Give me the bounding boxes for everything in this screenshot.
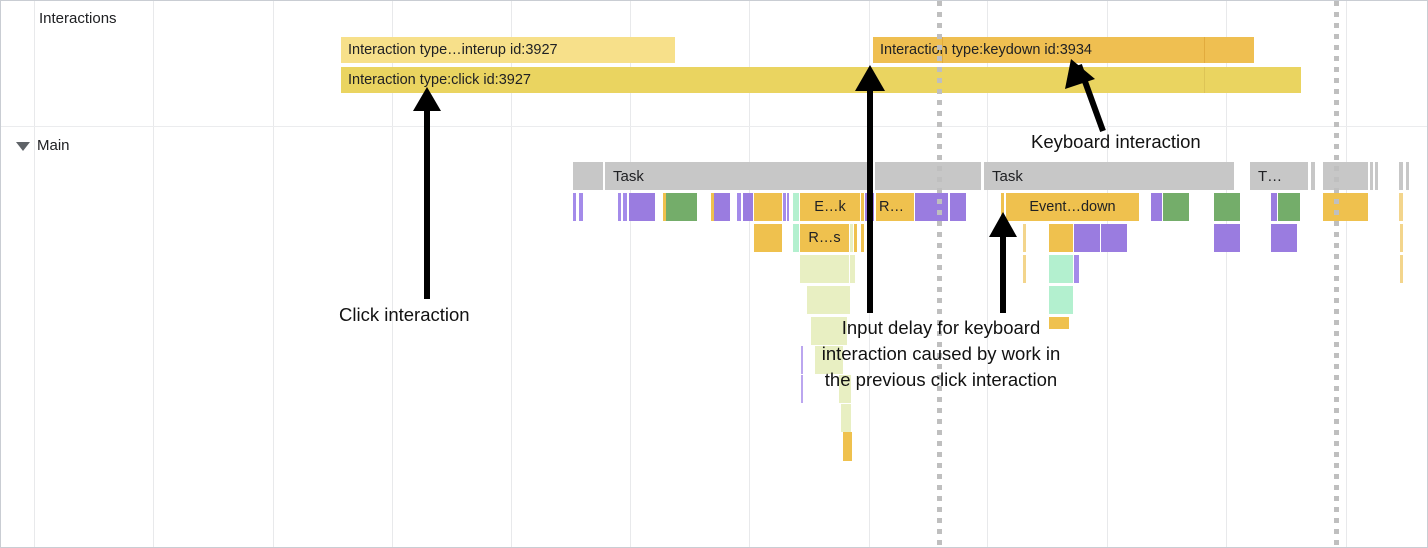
flame-block-event-1[interactable]: E…k [800, 193, 860, 221]
interaction-bar-keydown[interactable]: Interaction type:keydown id:3934 [873, 37, 1254, 63]
flame-block-rendering[interactable] [666, 193, 697, 221]
flame-block-rendering[interactable] [1214, 193, 1240, 221]
flame-block-scripting[interactable] [573, 193, 576, 221]
flame-block-scripting[interactable] [579, 193, 583, 221]
keydown-bar-divider-2 [942, 37, 943, 63]
flame-block-scripting[interactable] [743, 193, 753, 221]
track-separator [1, 126, 1427, 127]
flame-block-idle[interactable] [841, 404, 851, 432]
flame-block-painting[interactable] [663, 193, 666, 221]
flame-block-painting[interactable] [1323, 193, 1368, 221]
input-delay-annotation: Input delay for keyboard interaction cau… [821, 317, 1061, 390]
flame-block-painting[interactable] [861, 224, 864, 252]
flame-block-painting[interactable] [854, 224, 857, 252]
flame-block-scripting[interactable] [950, 193, 966, 221]
flame-block-scripting[interactable] [1271, 193, 1277, 221]
flame-block-system-8[interactable] [1406, 162, 1409, 190]
flame-block-system[interactable] [573, 162, 603, 190]
flame-block-system-3[interactable] [1311, 162, 1315, 190]
keyboard-interaction-annotation: Keyboard interaction [1031, 131, 1201, 152]
flame-block-idle[interactable] [800, 255, 849, 283]
flame-block-rendering[interactable] [1278, 193, 1300, 221]
flame-block-scripting[interactable] [783, 193, 786, 221]
flame-block-idle[interactable] [815, 346, 843, 374]
flame-block-painting[interactable] [1400, 224, 1403, 252]
flame-block-rendering[interactable] [1163, 193, 1189, 221]
gridline-11 [1346, 1, 1347, 547]
flame-block-painting[interactable] [1400, 255, 1403, 283]
flame-block-idle[interactable] [850, 224, 853, 252]
flame-block-event-3[interactable]: R…s [800, 224, 849, 252]
flame-block-scripting[interactable] [1151, 193, 1162, 221]
flame-block-scripting[interactable] [865, 193, 874, 221]
flame-block-scripting[interactable] [714, 193, 730, 221]
click-interaction-annotation: Click interaction [339, 304, 470, 325]
track-label-main[interactable]: Main [37, 137, 70, 154]
flame-block-idle[interactable] [807, 286, 850, 314]
flame-block-painting[interactable] [843, 432, 852, 461]
keydown-bar-divider [1204, 37, 1205, 63]
gridline-3 [392, 1, 393, 547]
gridline-4 [511, 1, 512, 547]
flame-block-system-7[interactable] [1399, 162, 1403, 190]
flame-block-painting[interactable] [754, 193, 782, 221]
dashed-marker-0 [937, 1, 942, 547]
track-label-interactions[interactable]: Interactions [39, 10, 117, 27]
gridline-1 [153, 1, 154, 547]
flame-block-system-2[interactable] [875, 162, 981, 190]
gridline-6 [749, 1, 750, 547]
dashed-marker-1 [1334, 1, 1339, 547]
flame-block-painting[interactable] [754, 224, 782, 252]
flame-block-painting[interactable] [861, 193, 864, 221]
flame-block-loading[interactable] [1049, 255, 1073, 283]
flame-block-scripting[interactable] [1271, 224, 1297, 252]
interaction-bar-pointerup[interactable]: Interaction type…interup id:3927 [341, 37, 675, 63]
flame-block-scripting[interactable] [801, 346, 803, 374]
flame-block-scripting[interactable] [737, 193, 741, 221]
gridline-0 [34, 1, 35, 547]
arrow-click-interaction [413, 87, 441, 299]
flame-block-scripting[interactable] [915, 193, 948, 221]
flame-block-scripting[interactable] [1074, 224, 1100, 252]
gridline-8 [987, 1, 988, 547]
flame-block-loading[interactable] [1049, 286, 1073, 314]
flame-block-system-6[interactable] [1375, 162, 1378, 190]
flame-block-idle[interactable] [811, 317, 847, 345]
flame-block-loading[interactable] [793, 224, 799, 252]
arrow-input-delay-right [989, 212, 1017, 313]
flame-block-event-2[interactable]: R… [876, 193, 914, 221]
flame-block-painting[interactable] [1399, 193, 1403, 221]
flame-block-system-4[interactable] [1323, 162, 1368, 190]
flame-block-painting[interactable] [1049, 317, 1069, 329]
flame-block-system-5[interactable] [1370, 162, 1373, 190]
gridline-2 [273, 1, 274, 547]
flame-block-task-2[interactable]: Task [984, 162, 1234, 190]
flame-block-painting[interactable] [1049, 224, 1073, 252]
flame-block-scripting[interactable] [1214, 224, 1240, 252]
gridline-10 [1226, 1, 1227, 547]
flame-block-painting[interactable] [1023, 255, 1026, 283]
flame-block-painting[interactable] [711, 193, 714, 221]
flame-block-scripting[interactable] [623, 193, 627, 221]
flame-block-scripting[interactable] [1074, 255, 1079, 283]
flame-block-scripting[interactable] [801, 375, 803, 403]
flame-block-scripting[interactable] [787, 193, 789, 221]
flame-block-painting[interactable] [1023, 224, 1026, 252]
flame-block-scripting[interactable] [618, 193, 621, 221]
click-bar-divider [1204, 67, 1205, 93]
triangle-down-icon[interactable] [16, 142, 30, 151]
flame-block-task-3[interactable]: T… [1250, 162, 1308, 190]
flame-block-painting[interactable] [1001, 193, 1004, 221]
flame-block-scripting[interactable] [629, 193, 655, 221]
flame-block-scripting[interactable] [1101, 224, 1127, 252]
flame-block-loading[interactable] [793, 193, 799, 221]
flame-block-task-1[interactable]: Task [605, 162, 873, 190]
flame-block-idle[interactable] [850, 255, 855, 283]
interaction-bar-click[interactable]: Interaction type:click id:3927 [341, 67, 1301, 93]
gridline-5 [630, 1, 631, 547]
gridline-9 [1107, 1, 1108, 547]
flame-block-idle[interactable] [839, 375, 851, 403]
flame-block-event-4[interactable]: Event…down [1006, 193, 1139, 221]
